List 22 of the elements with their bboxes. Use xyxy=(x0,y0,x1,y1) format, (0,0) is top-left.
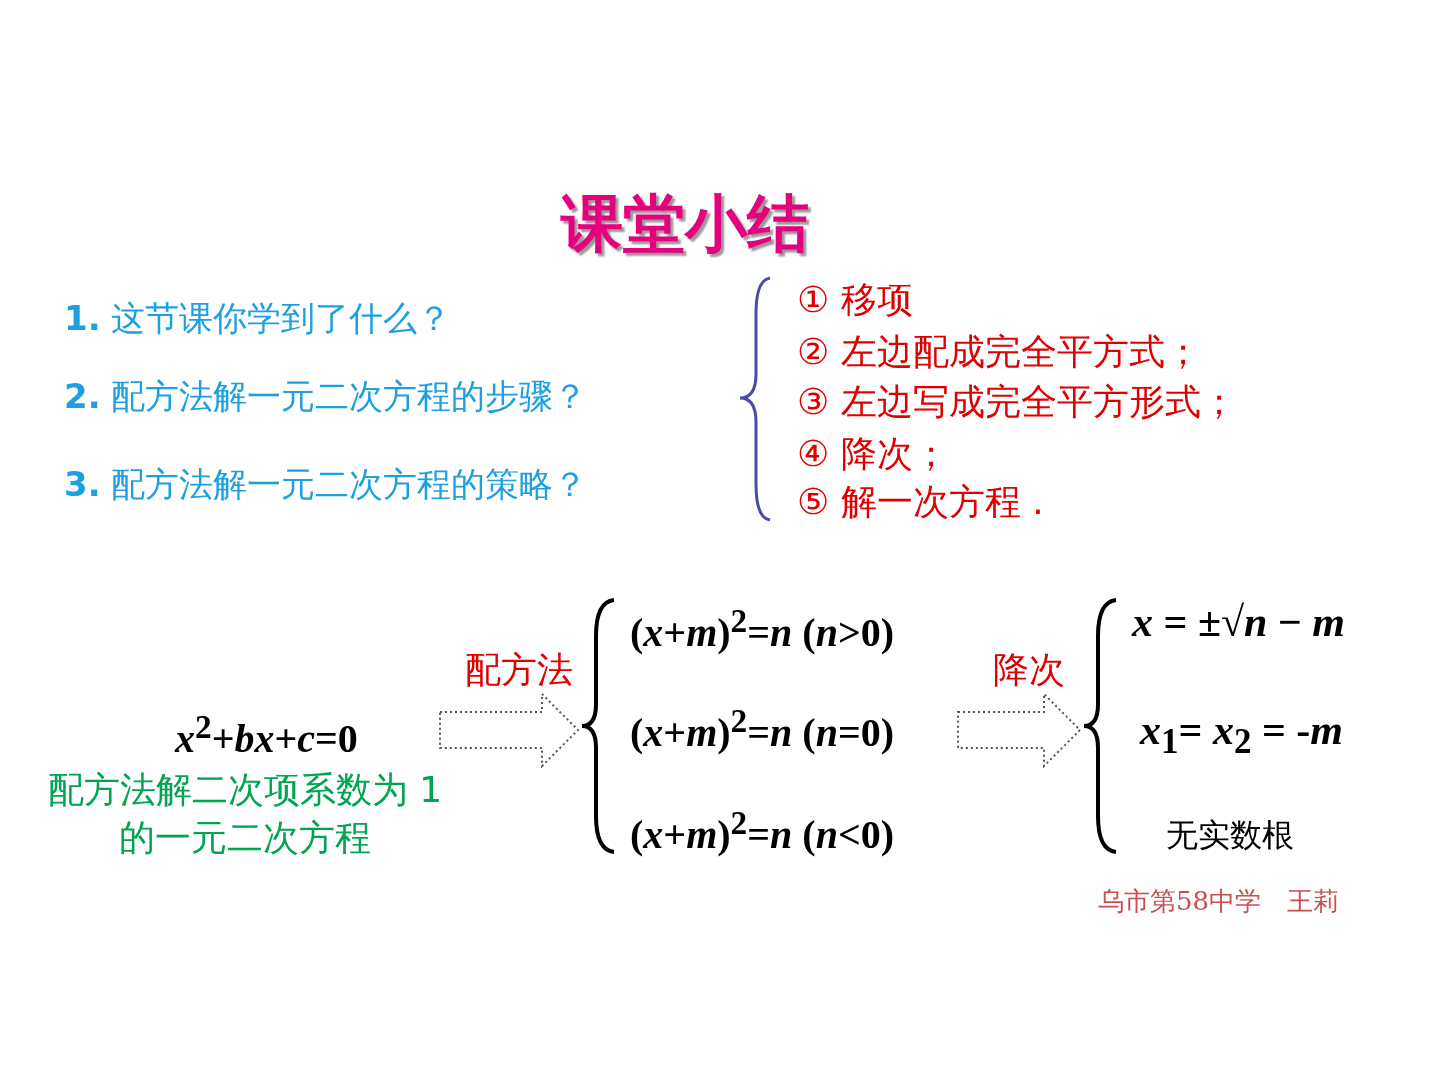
edge-label: 降次 xyxy=(992,648,1066,692)
equation: x = ±√n − m xyxy=(1132,598,1345,646)
equation: x$^{2}$+bx+c=0 xyxy=(175,708,358,763)
equation: (x+m)$^{2}$=n (n<0) xyxy=(630,804,894,859)
caption-text: 配方法解二次项系数为 1 的一元二次方程 xyxy=(46,768,444,860)
equation: x$_{1}$= x$_{2}$ = -m xyxy=(1140,706,1344,763)
step-text: ② 左边配成完全平方式； xyxy=(797,330,1201,374)
question-text: 2. 配方法解一元二次方程的步骤？ xyxy=(64,375,588,418)
step-text: ① 移项 xyxy=(797,278,913,322)
author-note: 乌市第58中学 王莉 xyxy=(1098,885,1340,918)
question-text: 3. 配方法解一元二次方程的策略？ xyxy=(64,463,588,506)
slide-title: 课堂小结 xyxy=(559,186,810,262)
result-text: 无实数根 xyxy=(1166,815,1294,856)
edge-label: 配方法 xyxy=(464,648,574,692)
step-text: ⑤ 解一次方程 . xyxy=(797,480,1044,524)
step-text: ④ 降次； xyxy=(797,432,949,476)
step-text: ③ 左边写成完全平方形式； xyxy=(797,380,1237,424)
question-text: 1. 这节课你学到了什么？ xyxy=(64,297,452,340)
block-arrow xyxy=(439,691,580,769)
equation: (x+m)$^{2}$=n (n=0) xyxy=(630,702,894,757)
equation: (x+m)$^{2}$=n (n>0) xyxy=(630,602,894,657)
block-arrow xyxy=(957,691,1082,769)
